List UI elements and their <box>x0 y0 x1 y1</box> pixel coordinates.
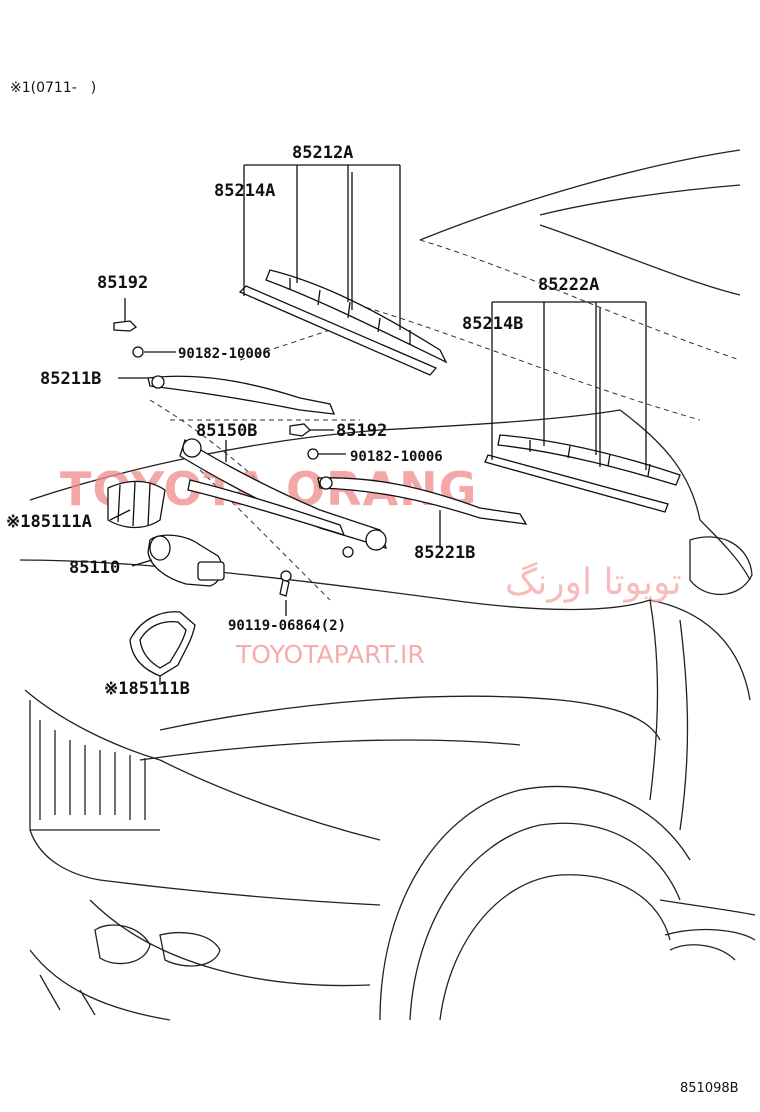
label-85192-right: 85192 <box>336 421 387 441</box>
applicability-note: ※1(0711- ) <box>10 80 96 96</box>
label-85111a: ※185111A <box>6 512 92 532</box>
gasket-85111b <box>129 611 196 677</box>
label-85150b: 85150B <box>196 421 257 441</box>
wiper-blade-right <box>484 434 681 513</box>
label-90182-left: 90182-10006 <box>178 346 271 362</box>
label-85211b: 85211B <box>40 369 101 389</box>
label-85192-left: 85192 <box>97 273 148 293</box>
label-85214b: 85214B <box>462 314 523 334</box>
label-85221b: 85221B <box>414 543 475 563</box>
bolt-90119 <box>279 570 292 597</box>
nut-90182-right <box>307 448 319 460</box>
wiper-arm-right <box>317 476 528 525</box>
leader-lines <box>109 164 647 685</box>
wiper-arm-left <box>147 375 336 415</box>
wiper-blade-left <box>238 269 448 376</box>
wiper-link <box>179 438 388 558</box>
cap-85192-right <box>289 423 311 437</box>
label-85214a: 85214A <box>214 181 275 201</box>
label-90182-right: 90182-10006 <box>350 449 443 465</box>
motor-cover-85111a <box>107 480 166 529</box>
watermark-url: TOYOTAPART.IR <box>235 640 425 669</box>
watermark-farsi: تویوتا اورنگ <box>505 561 682 603</box>
label-85222a: 85222A <box>538 275 599 295</box>
label-85111b: ※185111B <box>104 679 190 699</box>
label-85212a: 85212A <box>292 143 353 163</box>
wiper-motor <box>147 534 225 587</box>
label-90119: 90119-06864(2) <box>228 618 346 634</box>
label-85110: 85110 <box>69 558 120 578</box>
diagram-code: 851098B <box>680 1081 739 1096</box>
cap-85192-left <box>113 320 138 332</box>
vehicle-body-outline <box>19 149 756 1021</box>
nut-90182-left <box>132 346 144 358</box>
